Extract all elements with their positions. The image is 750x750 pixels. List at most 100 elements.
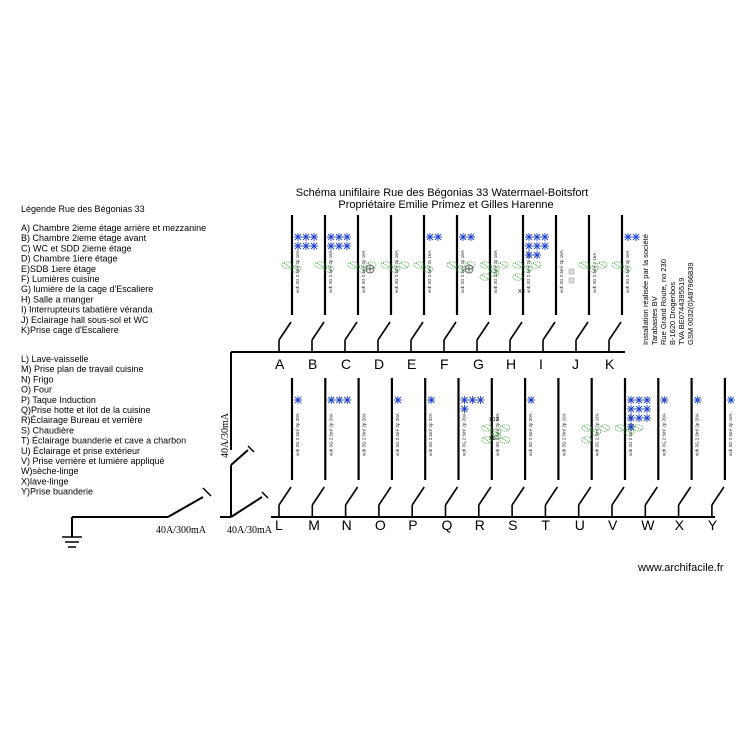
lamp-icon [530, 261, 542, 269]
legend-top-item: D) Chambre 1iere étage [21, 254, 118, 264]
legend-bottom-item: N) Frigo [21, 374, 54, 384]
breaker-blade [542, 321, 556, 341]
breaker-blade [344, 486, 359, 506]
socket-icon [627, 414, 635, 422]
legend-bottom-item: V) Prise verrière et lumière appliqué [21, 456, 165, 466]
installer-line-4: B-1620 Drogenbos [668, 282, 677, 345]
lamp-icon [422, 265, 434, 273]
lamp-icon [479, 261, 491, 269]
legend-top-item: K)Prise cage d'Escaliere [21, 325, 119, 335]
breaker-blade [509, 321, 523, 341]
lamp-icon [490, 432, 502, 440]
socket-icon [643, 396, 651, 404]
legend-top-item: E)SDB 1iere étage [21, 264, 96, 274]
junction-box-icon [568, 268, 575, 275]
sub-bottom-breaker-label: 40A/30mA [227, 525, 273, 536]
socket-icon [393, 396, 402, 404]
cable-spec: vob 3G 2.5m² 2p 20A [362, 413, 367, 456]
socket-icon [343, 396, 352, 404]
cable-spec: vob 3G 2.5m² 2p 20A [528, 413, 533, 456]
lamp-icon [632, 424, 644, 432]
lamp-icon [578, 261, 590, 269]
socket-icon [693, 396, 702, 404]
socket-icon [335, 233, 343, 241]
lamp-icon [290, 265, 302, 273]
circuit-letter: R [475, 517, 485, 533]
cable-spec: vob 3G 2.5m² 2p 16A [394, 250, 399, 293]
breaker-blade [444, 486, 459, 506]
lamp-icon [481, 424, 493, 432]
main-breaker-blade [167, 496, 204, 518]
lamp-icon [499, 436, 511, 444]
lamp-icon [521, 265, 533, 273]
sub-top-contact [247, 445, 255, 453]
socket-icon [643, 405, 651, 413]
circuit-letter: B [308, 356, 317, 372]
socket-icon [343, 242, 351, 250]
breaker-blade [411, 486, 425, 506]
circuit-letter: C [341, 356, 351, 372]
installer-line-5: TVA BE0744395519 [677, 278, 686, 345]
circuit-letter: K [605, 356, 615, 372]
socket-icon [294, 233, 302, 241]
legend-bottom-item: U) Éclairage et prise extérieur [21, 446, 140, 456]
legend-bottom-item: X)lave-linge [21, 476, 69, 486]
socket-icon [460, 405, 469, 413]
socket-icon [525, 242, 533, 250]
legend-bottom-item: R)Éclairage Bureau et verrière [21, 415, 143, 425]
cable-spec: vob 3G 2.5m² 2p 32A [428, 413, 433, 456]
socket-icon [525, 233, 533, 241]
circuit-letter: X [675, 517, 685, 533]
socket-icon [635, 414, 643, 422]
installer-line-2: Tarabastes BV [650, 296, 659, 345]
circuit-letter: Y [708, 517, 718, 533]
socket-icon [302, 233, 310, 241]
cable-spec: vob 3G 2.5m² 2 16A [592, 253, 597, 293]
circuit-letter: P [408, 517, 417, 533]
cable-spec: vob 3G 2.5m² 2p 16A [559, 250, 564, 293]
lamp-icon [488, 269, 500, 277]
lamp-icon [413, 261, 425, 269]
cable-spec: vob 3G 2.5m² 2p 20A [462, 413, 467, 456]
cable-spec: vob 3G 2.5m² 2p 20A [328, 413, 333, 456]
main-breaker-contact [202, 487, 212, 497]
lamp-icon [323, 265, 335, 273]
watermark: www.archifacile.fr [638, 562, 724, 574]
switch-icon [464, 264, 474, 274]
socket-icon [343, 233, 351, 241]
lamp-icon [446, 261, 458, 269]
lamp-icon [398, 261, 410, 269]
socket-icon [426, 233, 434, 241]
circuit-letter: F [440, 356, 449, 372]
circuit-letter: L [275, 517, 283, 533]
lamp-icon [581, 424, 593, 432]
diagram-title-line2: Propriétaire Emilie Primez et Gilles Har… [338, 199, 553, 211]
cable-spec: vob 3G 2.5m² 2p 16A [495, 413, 500, 456]
circuit-letter: W [641, 517, 655, 533]
socket-icon [467, 233, 475, 241]
legend-title: Légende Rue des Bégonias 33 [21, 204, 145, 214]
legend-top-item: I) Interrupteurs tabatière véranda [21, 305, 153, 315]
lamp-icon [314, 261, 326, 269]
breaker-blade [278, 486, 292, 506]
diagram-title-line1: Schéma unifilaire Rue des Bégonias 33 Wa… [296, 187, 588, 199]
lamp-icon [499, 424, 511, 432]
legend-bottom-item: W)sèche-linge [21, 466, 79, 476]
lamp-icon [380, 261, 392, 269]
circuit-letter: S [508, 517, 517, 533]
socket-icon [726, 396, 735, 404]
legend-top-item: A) Chambre 2ieme étage arrière et mezzan… [21, 223, 206, 233]
